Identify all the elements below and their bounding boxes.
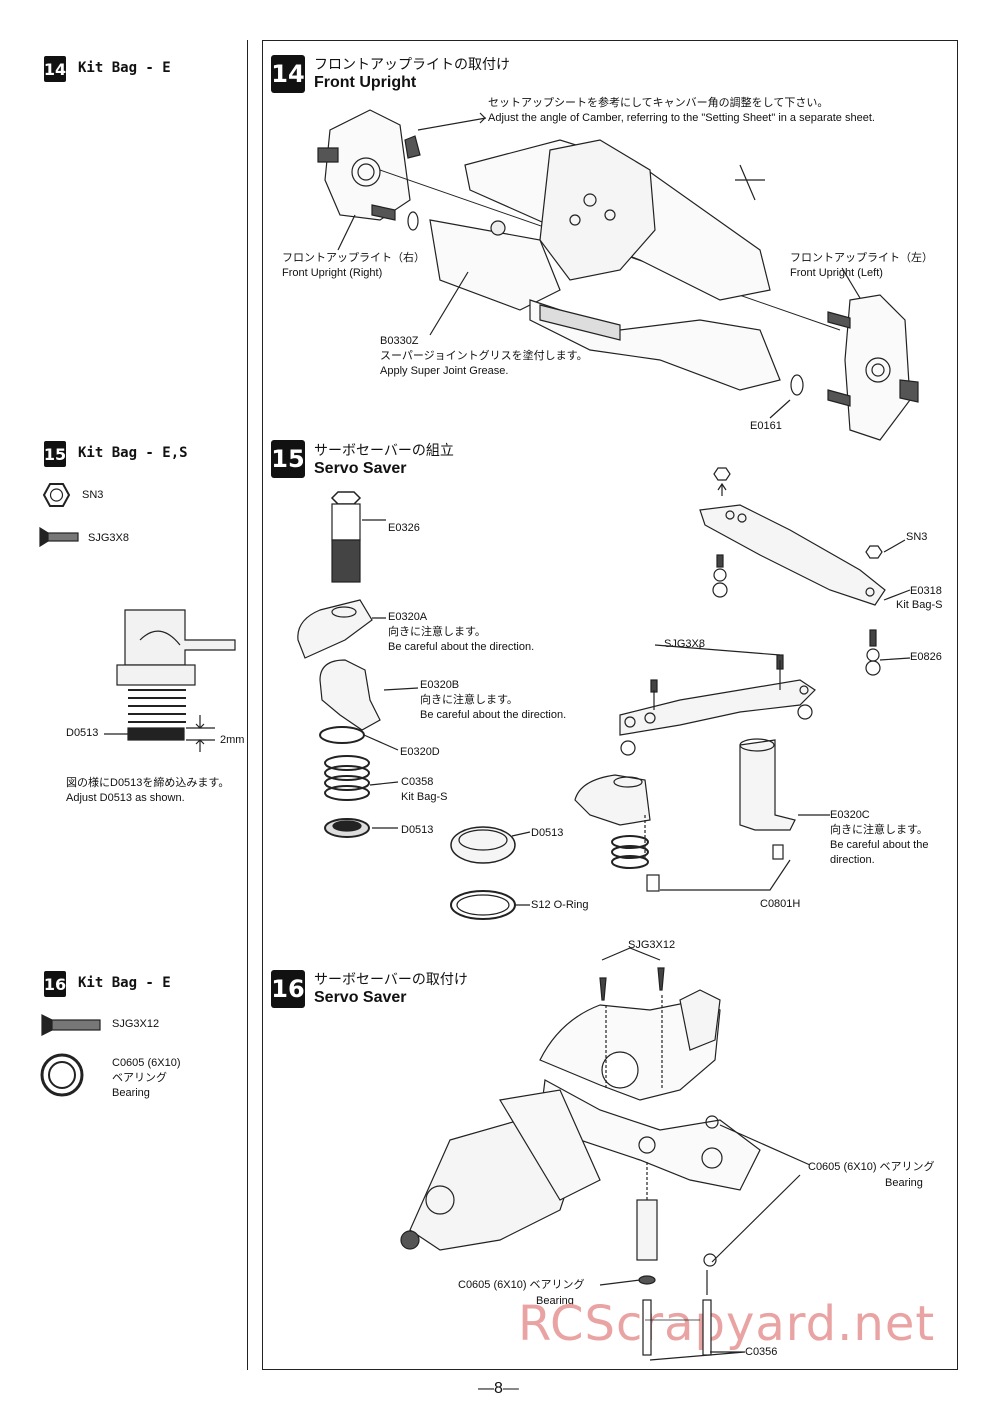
e0161-label: E0161 bbox=[750, 420, 782, 432]
adjust-note-jp: 図の様にD0513を締め込みます。 bbox=[66, 777, 230, 789]
servo-saver-mounting-illustration bbox=[400, 947, 811, 1361]
e0320b-direction-en: Be careful about the direction. bbox=[420, 709, 567, 721]
front-upright-left-en: Front Upright (Left) bbox=[790, 267, 883, 279]
c0801h-label: C0801H bbox=[760, 898, 801, 910]
sjg3x8-screw-icon bbox=[39, 526, 79, 548]
d0513-exploded-label: D0513 bbox=[531, 827, 564, 839]
step-16-badge: 16 bbox=[44, 971, 66, 997]
e0326-label: E0326 bbox=[388, 522, 420, 534]
page-number: —8— bbox=[478, 1380, 519, 1397]
front-upright-left-jp: フロントアップライト（左） bbox=[790, 252, 933, 264]
step-15-badge: 15 bbox=[44, 441, 66, 467]
step-14-badge: 14 bbox=[44, 56, 66, 82]
d0513-callout: D0513 bbox=[66, 727, 99, 739]
e0318-kitbag: Kit Bag-S bbox=[896, 599, 943, 611]
front-upright-right-jp: フロントアップライト（右） bbox=[282, 252, 425, 264]
step-15-kit-bag: Kit Bag - E,S bbox=[78, 445, 188, 461]
main-step-16-badge: 16 bbox=[271, 970, 305, 1008]
sjg3x12-screw-icon bbox=[41, 1014, 101, 1036]
e0320c-direction-en-2: direction. bbox=[830, 854, 875, 866]
sjg3x12-label: SJG3X12 bbox=[112, 1018, 160, 1030]
b0330z-label: B0330Z bbox=[380, 335, 419, 347]
e0320a-direction-en: Be careful about the direction. bbox=[388, 641, 535, 653]
c0358-kitbag: Kit Bag-S bbox=[401, 791, 448, 803]
sn3-main-label: SN3 bbox=[906, 531, 928, 543]
adjust-note-en: Adjust D0513 as shown. bbox=[66, 792, 185, 804]
step-14-title-en: Front Upright bbox=[314, 74, 417, 91]
camber-note-jp: セットアップシートを参考にしてキャンバー角の調整をして下さい。 bbox=[488, 97, 829, 109]
c0605-left-bearing: Bearing bbox=[536, 1295, 574, 1307]
c0605-bearing-jp: ベアリング bbox=[112, 1072, 167, 1084]
main-step-15-badge: 15 bbox=[271, 440, 305, 478]
c0605-bearing-en: Bearing bbox=[112, 1087, 150, 1099]
watermark: RCScrapyard.net bbox=[518, 1296, 936, 1352]
front-upright-assembly-illustration bbox=[317, 109, 919, 441]
c0605-right-label: C0605 (6X10) ベアリング bbox=[808, 1161, 935, 1173]
servo-saver-detail-illustration bbox=[104, 609, 236, 752]
c0358-label: C0358 bbox=[401, 776, 434, 788]
step-15-title-en: Servo Saver bbox=[314, 460, 407, 477]
sjg3x12-main-label: SJG3X12 bbox=[628, 939, 676, 951]
step-14-kit-bag: Kit Bag - E bbox=[78, 60, 171, 76]
dimension-2mm: 2mm bbox=[220, 734, 245, 746]
s12-oring-label: S12 O-Ring bbox=[531, 899, 589, 911]
e0320b-direction-jp: 向きに注意します。 bbox=[420, 694, 518, 706]
servo-saver-exploded-left-illustration bbox=[297, 491, 531, 920]
camber-note-en: Adjust the angle of Camber, referring to… bbox=[488, 112, 875, 124]
step-16-kit-bag: Kit Bag - E bbox=[78, 975, 171, 991]
c0605-left-label: C0605 (6X10) ベアリング bbox=[458, 1279, 585, 1291]
e0826-label: E0826 bbox=[910, 651, 942, 663]
step-16-title-en: Servo Saver bbox=[314, 989, 407, 1006]
grease-note-jp: スーパージョイントグリスを塗付します。 bbox=[380, 350, 588, 362]
c0605-right-bearing: Bearing bbox=[885, 1177, 923, 1189]
step-15-title-jp: サーボセーバーの組立 bbox=[314, 442, 454, 458]
e0320a-direction-jp: 向きに注意します。 bbox=[388, 626, 486, 638]
main-instruction-frame bbox=[262, 40, 958, 1370]
servo-saver-exploded-right-illustration bbox=[574, 467, 911, 892]
c0356-label: C0356 bbox=[745, 1346, 778, 1358]
e0320c-direction-en-1: Be careful about the bbox=[830, 839, 929, 851]
e0318-label: E0318 bbox=[910, 585, 942, 597]
e0320c-label: E0320C bbox=[830, 809, 870, 821]
c0605-label: C0605 (6X10) bbox=[112, 1057, 181, 1069]
grease-note-en: Apply Super Joint Grease. bbox=[380, 365, 509, 377]
e0320a-label: E0320A bbox=[388, 611, 428, 623]
e0320d-label: E0320D bbox=[400, 746, 440, 758]
bearing-icon bbox=[40, 1053, 84, 1097]
sn3-label: SN3 bbox=[82, 489, 104, 501]
step-16-title-jp: サーボセーバーの取付け bbox=[314, 971, 468, 987]
e0320b-label: E0320B bbox=[420, 679, 460, 691]
column-divider bbox=[247, 40, 248, 1370]
sjg3x8-label: SJG3X8 bbox=[88, 532, 129, 544]
main-step-14-badge: 14 bbox=[271, 55, 305, 93]
step-14-title-jp: フロントアップライトの取付け bbox=[314, 56, 510, 72]
d0513-main-label: D0513 bbox=[401, 824, 434, 836]
e0320c-direction-jp: 向きに注意します。 bbox=[830, 824, 928, 836]
sn3-nut-icon bbox=[42, 483, 71, 507]
front-upright-right-en: Front Upright (Right) bbox=[282, 267, 383, 279]
